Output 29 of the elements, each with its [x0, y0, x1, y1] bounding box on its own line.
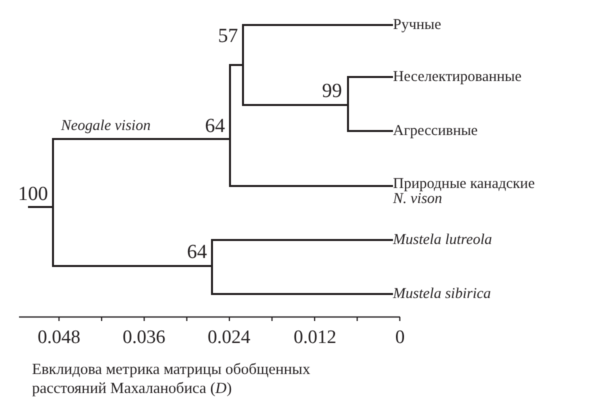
edge-label: Neogale vision	[61, 118, 151, 134]
taxon-label: Mustela sibirica	[393, 286, 491, 302]
tick-label: 0.024	[206, 328, 252, 348]
tick-label: 0.012	[292, 328, 338, 348]
tree-branch	[229, 64, 242, 66]
tick-label: 0.048	[36, 328, 82, 348]
bootstrap-value: 64	[205, 116, 225, 136]
taxon-label: Ручные	[393, 18, 442, 32]
axis-title: Евклидова метрика матрицы обобщенных расстояний Махаланобиса (D)	[32, 360, 312, 398]
tree-branch	[28, 206, 52, 208]
tree-branch	[52, 265, 211, 267]
tick-label: 0.036	[122, 328, 166, 348]
taxon-label: Природные канадские N. vison	[393, 177, 543, 207]
tree-branch	[242, 104, 347, 106]
tree-branch	[211, 239, 393, 241]
tree-branch	[52, 138, 229, 140]
tree-branch	[229, 185, 393, 187]
bootstrap-value: 99	[322, 81, 342, 101]
taxon-label: Mustela lutreola	[393, 232, 492, 248]
tree-branch	[242, 24, 393, 26]
taxon-label: Агрессивные	[393, 124, 478, 138]
tree-branch	[347, 130, 393, 132]
bootstrap-value: 64	[187, 242, 207, 262]
tree-branch	[347, 76, 393, 78]
taxon-label: Неселектированные	[393, 70, 522, 84]
bootstrap-value: 57	[218, 26, 238, 46]
tick-label: 0	[394, 328, 406, 348]
tree-branch	[211, 293, 393, 295]
bootstrap-value: 100	[18, 184, 48, 204]
